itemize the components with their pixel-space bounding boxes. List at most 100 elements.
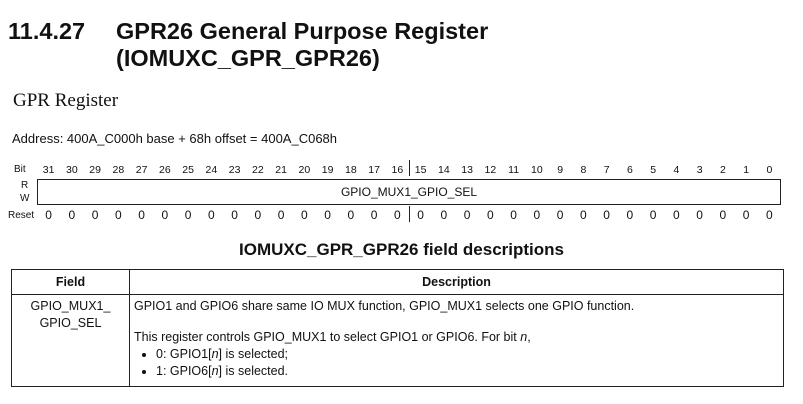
bit-divider: [363, 162, 364, 176]
field-name-line: GPIO_MUX1_: [30, 299, 111, 313]
bit-divider: [293, 162, 294, 176]
bit-divider: [549, 162, 550, 176]
bit-divider: [270, 162, 271, 176]
halfword-divider: [409, 160, 410, 176]
bit-number: 15: [414, 164, 427, 176]
bit-number: 23: [228, 164, 241, 176]
write-row-label: W: [20, 193, 30, 204]
bit-number: 26: [159, 164, 171, 176]
reset-value: 0: [347, 208, 355, 222]
bit-divider: [246, 162, 247, 176]
bit-number: 1: [743, 164, 750, 176]
bit-number: 2: [719, 164, 726, 176]
bit-divider: [339, 162, 340, 176]
bit-number: 7: [603, 164, 610, 176]
reset-value: 0: [324, 208, 331, 222]
halfword-divider: [409, 206, 410, 222]
bit-number: 5: [650, 164, 657, 176]
reset-value: 0: [394, 208, 401, 222]
reset-value: 0: [510, 208, 517, 222]
bit-number: 8: [580, 164, 587, 176]
reset-value: 0: [370, 208, 378, 222]
bit-divider: [84, 162, 85, 176]
bit-number: 31: [42, 164, 55, 176]
reset-value: 0: [649, 208, 657, 222]
bit-number: 18: [345, 164, 357, 176]
field-descriptions-table: Field Description GPIO_MUX1_ GPIO_SEL GP…: [11, 269, 784, 387]
bit-number: 30: [66, 164, 78, 176]
reset-value: 0: [115, 208, 122, 222]
bit-divider: [525, 162, 526, 176]
bit-divider: [60, 162, 61, 176]
description-cell: GPIO1 and GPIO6 share same IO MUX functi…: [129, 294, 784, 387]
reset-value: 0: [277, 208, 285, 222]
bit-number: 6: [626, 164, 633, 176]
bit-row-label: Bit: [14, 164, 26, 175]
reset-value: 0: [603, 208, 610, 222]
reset-value: 0: [45, 208, 52, 222]
reset-value: 0: [231, 208, 238, 222]
reset-value: 0: [138, 208, 145, 222]
bit-number: 9: [557, 164, 564, 176]
bit-number: 14: [438, 164, 450, 176]
read-row-label: R: [21, 180, 29, 191]
reset-value: 0: [417, 208, 424, 222]
reset-value: 0: [533, 208, 541, 222]
bit-number: 25: [182, 164, 194, 176]
bit-number: 0: [766, 164, 773, 176]
bit-divider: [595, 162, 596, 176]
description-column-header: Description: [129, 269, 784, 295]
register-id: (IOMUXC_GPR_GPR26): [116, 45, 380, 71]
bit-divider: [107, 162, 108, 176]
bit-number: 27: [135, 164, 148, 176]
reset-value: 0: [68, 208, 76, 222]
register-subheading: GPR Register: [13, 90, 119, 111]
reset-value: 0: [463, 208, 471, 222]
bit-divider: [665, 162, 666, 176]
register-address: Address: 400A_C000h base + 68h offset = …: [12, 131, 338, 146]
reset-value: 0: [301, 208, 308, 222]
bit-number: 17: [368, 164, 380, 176]
bit-number: 3: [696, 164, 703, 176]
reset-value: 0: [556, 208, 564, 222]
reset-value: 0: [580, 208, 587, 222]
field-table-title: IOMUXC_GPR_GPR26 field descriptions: [239, 240, 564, 259]
bit-divider: [502, 162, 503, 176]
bit-divider: [177, 162, 178, 176]
bit-number: 20: [298, 164, 311, 176]
reset-value: 0: [487, 208, 494, 222]
reset-value: 0: [696, 208, 703, 222]
bit-divider: [479, 162, 480, 176]
field-column-header: Field: [11, 269, 130, 295]
reset-value: 0: [742, 208, 750, 222]
bit-divider: [618, 162, 619, 176]
bit-number: 28: [112, 164, 125, 176]
reset-row-label: Reset: [8, 210, 35, 221]
reset-value: 0: [208, 208, 215, 222]
register-title: GPR26 General Purpose Register: [116, 18, 489, 44]
description-paragraph: This register controls GPIO_MUX1 to sele…: [134, 330, 531, 344]
bit-number: 24: [205, 164, 218, 176]
reset-value: 0: [719, 208, 727, 222]
bit-divider: [316, 162, 317, 176]
bit-divider: [642, 162, 643, 176]
reset-value: 0: [626, 208, 634, 222]
bit-number: 29: [89, 164, 101, 176]
bit-divider: [735, 162, 736, 176]
bit-number: 4: [673, 164, 680, 176]
bit-number: 12: [484, 164, 497, 176]
register-field-name: GPIO_MUX1_GPIO_SEL: [340, 185, 478, 199]
bit-divider: [386, 162, 387, 176]
reset-value: 0: [440, 208, 448, 222]
bit-value-list: 0: GPIO1[n] is selected; 1: GPIO6[n] is …: [134, 346, 779, 380]
register-field-box: GPIO_MUX1_GPIO_SEL: [37, 179, 781, 205]
field-name-line: GPIO_SEL: [39, 316, 102, 330]
bit-number: 11: [508, 164, 520, 176]
bit-number: 16: [391, 164, 404, 176]
list-item: 0: GPIO1[n] is selected;: [156, 346, 779, 363]
bit-divider: [572, 162, 573, 176]
bit-number: 13: [461, 164, 473, 176]
table-header-row: Field Description: [11, 269, 784, 295]
bit-divider: [200, 162, 201, 176]
